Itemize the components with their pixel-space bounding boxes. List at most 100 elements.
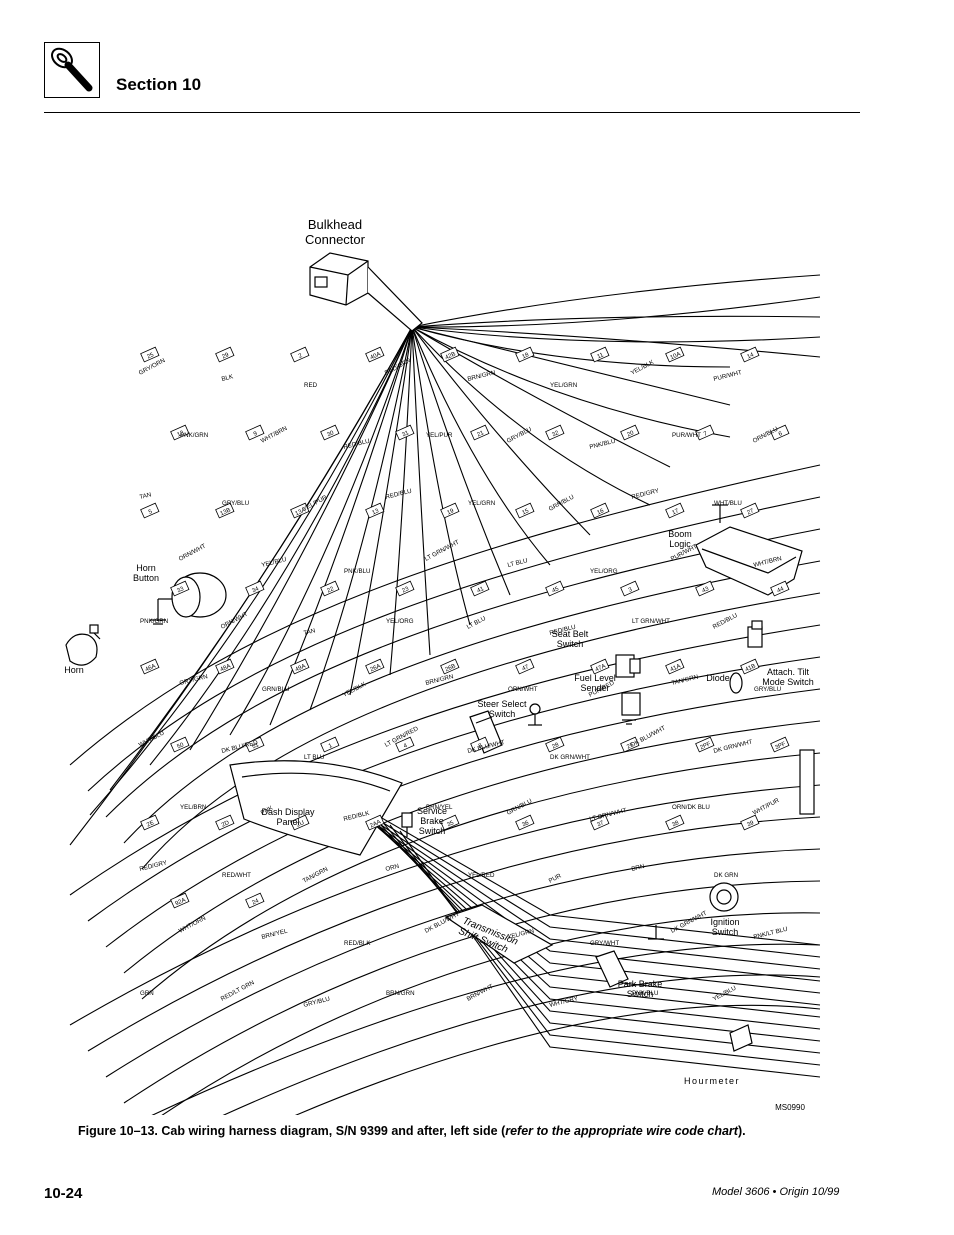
wire-color-label: RED xyxy=(304,382,318,389)
svg-text:45: 45 xyxy=(551,586,560,594)
svg-text:30: 30 xyxy=(326,430,335,438)
svg-text:23: 23 xyxy=(401,586,410,594)
svg-text:92A: 92A xyxy=(175,897,187,907)
terminal-tag: 44 xyxy=(770,580,790,597)
svg-text:9: 9 xyxy=(253,431,259,438)
wire-color-label: PNK/BLU xyxy=(589,438,616,451)
svg-text:33: 33 xyxy=(176,586,185,594)
wire-color-label: RED/GRY xyxy=(631,487,660,501)
section-title: Section 10 xyxy=(116,75,202,94)
svg-text:5: 5 xyxy=(148,509,154,516)
harness-run-lower xyxy=(399,830,821,1078)
terminal-tag: 2E xyxy=(140,814,160,831)
harness-wire xyxy=(109,326,413,791)
svg-text:41A: 41A xyxy=(670,663,682,673)
wire-color-label: PNK/LT BLU xyxy=(753,926,789,941)
harness-wire xyxy=(411,326,651,506)
wire-color-label: ORN/DK BLU xyxy=(672,804,710,811)
terminal-tag: 51 xyxy=(245,736,265,753)
bulkhead-connector-shape xyxy=(309,252,423,332)
wire-color-label: LT BLU xyxy=(466,615,487,631)
harness-run xyxy=(105,528,821,818)
terminal-tag: 25 xyxy=(140,346,160,363)
hourmeter-label: Hourmeter xyxy=(684,1076,740,1086)
wire-color-label: PUR/WHT xyxy=(672,432,701,439)
wire-color-label: LT GRN/WHT xyxy=(632,618,670,625)
terminal-tag: 92A xyxy=(170,892,190,909)
wire-color-label: RED/BLU xyxy=(712,612,739,631)
wire-color-label: BRN xyxy=(631,863,645,873)
wire-color-label: GRN/BLU xyxy=(506,798,534,817)
wire-color-label: BRN/GRN xyxy=(386,990,415,997)
terminal-tag: 35 xyxy=(440,814,460,831)
terminal-tag: 3PF xyxy=(770,736,790,753)
harness-wire xyxy=(411,326,731,368)
terminal-tag: 8 xyxy=(470,736,490,753)
wire-color-label: WHT/BLU xyxy=(138,730,166,749)
terminal-tag: 2D xyxy=(215,814,235,831)
wire-color-label: PNK/BLU xyxy=(344,568,370,575)
wire-color-label: WHT/ORN xyxy=(178,915,207,935)
harness-run xyxy=(161,912,821,1115)
svg-text:40A: 40A xyxy=(370,351,382,361)
wiring-harness-diagram: 2529240A42B181110A14129303121322076513B1… xyxy=(64,217,821,1115)
terminal-tag: 49A xyxy=(290,658,310,675)
ms-code-label: MS0990 xyxy=(775,1103,805,1112)
section-wrench-icon xyxy=(44,42,100,98)
svg-text:15: 15 xyxy=(521,508,530,516)
terminal-tag: 31 xyxy=(395,424,415,441)
svg-text:13A: 13A xyxy=(295,507,307,517)
attach-tilt-mode-switch-shape xyxy=(747,620,763,648)
harness-wire xyxy=(411,326,671,468)
svg-text:32: 32 xyxy=(551,430,560,438)
wire-color-label: ORN/WHT xyxy=(508,686,538,693)
svg-text:35: 35 xyxy=(446,820,455,828)
wire-color-label: YEL/ORG xyxy=(590,568,618,575)
svg-text:39: 39 xyxy=(746,820,755,828)
harness-wire xyxy=(149,326,413,766)
harness-run xyxy=(141,592,821,870)
harness-wire xyxy=(411,296,821,328)
wire-color-label: YEL/PUR xyxy=(426,432,453,439)
wire-color-label: GRY/WHT xyxy=(590,940,619,947)
park-brake-switch-shape xyxy=(595,925,664,988)
harness-wire xyxy=(189,326,413,751)
svg-text:12: 12 xyxy=(176,430,185,438)
svg-text:8: 8 xyxy=(478,743,484,750)
wire-color-label: BRN/GRN xyxy=(467,369,496,383)
harness-wire xyxy=(389,326,413,676)
terminal-tag: 5 xyxy=(140,502,160,519)
terminal-tag: 43 xyxy=(695,580,715,597)
wire-color-label: WHT/GRY xyxy=(549,995,579,1009)
svg-text:13: 13 xyxy=(371,508,380,516)
svg-text:7: 7 xyxy=(703,431,709,438)
harness-wire xyxy=(349,326,413,696)
terminal-tag: 27 xyxy=(740,502,760,519)
harness-run xyxy=(105,688,821,948)
terminal-tag: 2 xyxy=(290,346,310,363)
wire-color-label: YEL/ORG xyxy=(386,618,414,625)
svg-text:2AA: 2AA xyxy=(369,819,382,829)
terminal-tag: 2U xyxy=(290,814,310,831)
svg-text:25: 25 xyxy=(146,352,155,360)
svg-text:4: 4 xyxy=(403,743,409,750)
harness-run xyxy=(123,560,821,844)
svg-text:3PF: 3PF xyxy=(774,741,787,751)
wire-color-label: GRY/ORN xyxy=(138,357,167,377)
harness-wire xyxy=(269,326,413,726)
svg-text:14: 14 xyxy=(746,352,755,360)
svg-text:27: 27 xyxy=(746,508,755,516)
terminal-tag: 2PF xyxy=(695,736,715,753)
terminal-tag: 13B xyxy=(215,502,235,519)
seat-belt-switch-shape xyxy=(615,654,641,678)
wire-color-label: GRN xyxy=(140,990,154,997)
svg-text:19: 19 xyxy=(446,508,455,516)
ignition-switch-shape xyxy=(709,882,739,912)
svg-text:29: 29 xyxy=(221,352,230,360)
terminal-tag: 21 xyxy=(470,424,490,441)
svg-text:28: 28 xyxy=(551,742,560,750)
